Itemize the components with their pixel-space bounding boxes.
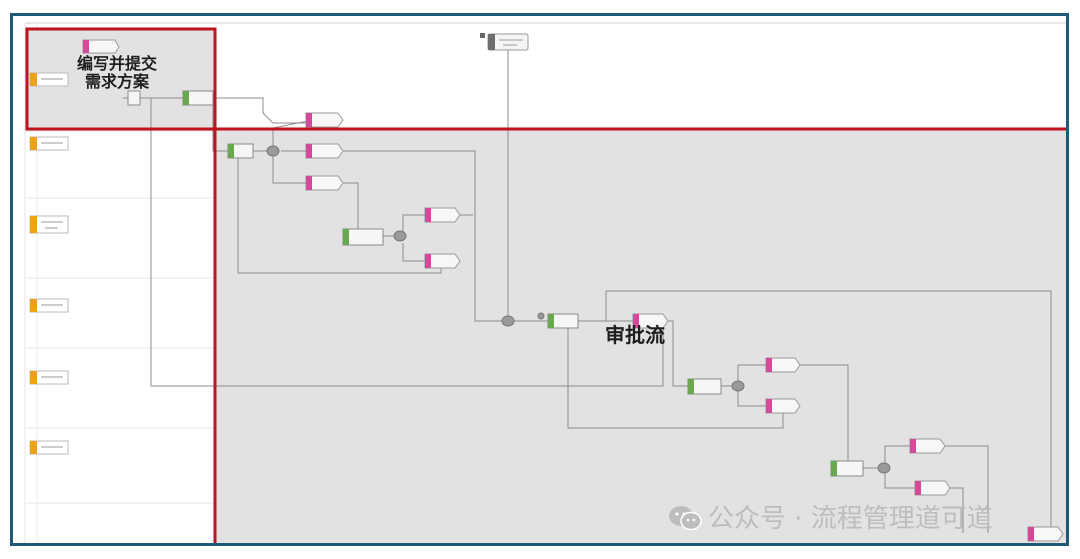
gateway-node <box>877 462 891 474</box>
event-node <box>424 207 461 223</box>
role-label-2 <box>29 136 69 151</box>
request-area-label-line1: 编写并提交 <box>76 54 157 73</box>
role-label-1 <box>29 72 69 87</box>
diagram-frame <box>10 13 1069 546</box>
approval-area-fill <box>215 129 1066 543</box>
activity-node <box>127 90 141 106</box>
top-interface-node <box>480 33 529 51</box>
event-node <box>305 112 344 128</box>
activity-node <box>227 143 254 159</box>
gateway-nodes <box>266 145 891 474</box>
approval-area-border <box>213 127 1066 543</box>
event-node <box>424 253 461 269</box>
event-node <box>632 313 669 329</box>
event-node <box>305 143 344 159</box>
gateway-node <box>393 230 407 242</box>
request-area-border <box>25 27 217 131</box>
event-node <box>305 175 344 191</box>
watermark: 公众号 · 流程管理道可道 <box>668 498 993 535</box>
process-diagram <box>24 22 1066 543</box>
role-label-6 <box>29 440 69 455</box>
activity-node <box>342 228 384 246</box>
activity-node <box>182 90 214 106</box>
gateway-node <box>537 312 545 320</box>
connector-lines <box>123 41 1052 533</box>
activity-node <box>830 460 864 477</box>
event-node <box>914 480 951 496</box>
gateway-node <box>266 145 280 157</box>
event-nodes <box>82 39 1064 542</box>
event-node <box>765 398 801 414</box>
activity-node <box>687 378 722 395</box>
approval-flow-label: 审批流 <box>605 323 665 347</box>
request-area-label: 编写并提交 需求方案 <box>62 55 172 90</box>
event-node <box>1027 526 1064 542</box>
request-area-label-line2: 需求方案 <box>84 71 149 91</box>
watermark-text: 公众号 · 流程管理道可道 <box>708 504 993 534</box>
activity-node <box>547 313 579 329</box>
gateway-node <box>731 380 745 392</box>
gateway-node <box>501 315 515 327</box>
role-label-4 <box>29 298 69 313</box>
event-node <box>909 438 946 454</box>
wechat-icon <box>669 506 702 531</box>
role-label-3 <box>29 215 69 234</box>
event-node <box>82 39 120 54</box>
role-label-5 <box>29 370 69 385</box>
activity-nodes <box>127 90 864 477</box>
event-node <box>765 357 801 373</box>
role-labels <box>29 72 69 455</box>
